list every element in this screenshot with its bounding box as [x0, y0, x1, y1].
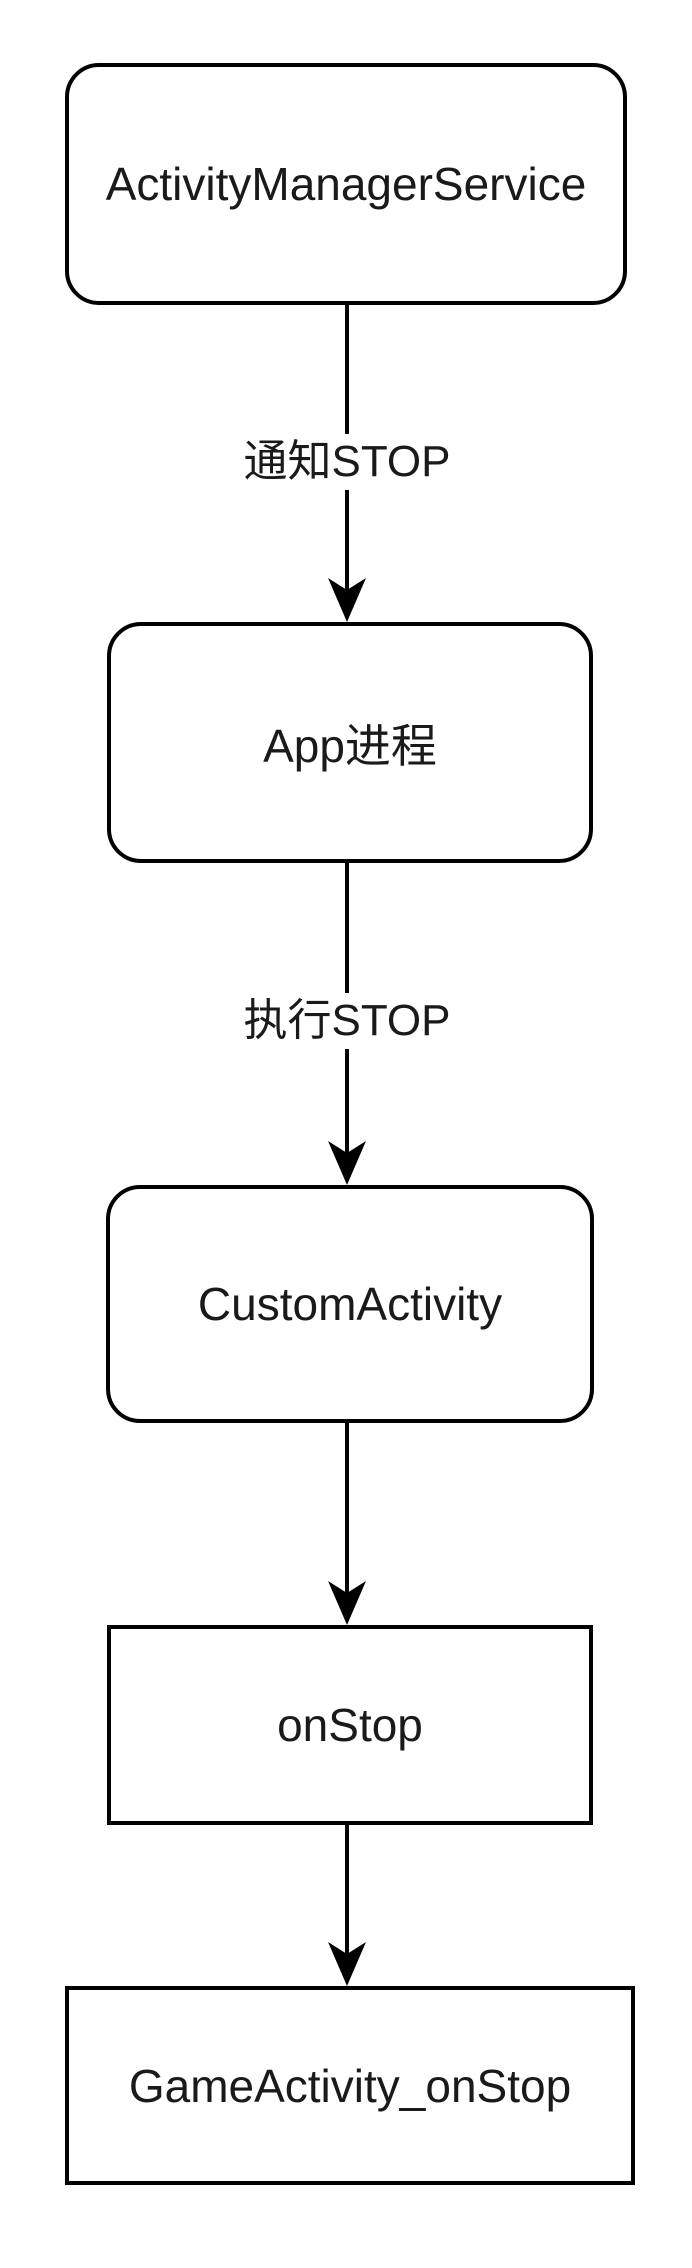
edge-label-notify-stop: 通知STOP: [235, 434, 459, 491]
node-custom-activity: CustomActivity: [106, 1185, 594, 1423]
node-gameactivity-onstop: GameActivity_onStop: [65, 1986, 635, 2185]
node-app-process-label: App进程: [263, 719, 437, 772]
edge-label-execute-stop: 执行STOP: [235, 993, 459, 1050]
node-activity-manager-service-label: ActivityManagerService: [105, 158, 587, 210]
node-app-process: App进程: [107, 622, 593, 863]
node-gameactivity-onstop-label: GameActivity_onStop: [128, 2059, 572, 2112]
node-onstop: onStop: [107, 1625, 593, 1825]
node-activity-manager-service: ActivityManagerService: [65, 63, 627, 305]
flow-arrow-custom-to-onstop: [328, 1423, 366, 1625]
flow-arrow-onstop-to-game: [328, 1825, 366, 1986]
node-custom-activity-label: CustomActivity: [197, 1278, 503, 1330]
node-onstop-label: onStop: [277, 1699, 423, 1751]
